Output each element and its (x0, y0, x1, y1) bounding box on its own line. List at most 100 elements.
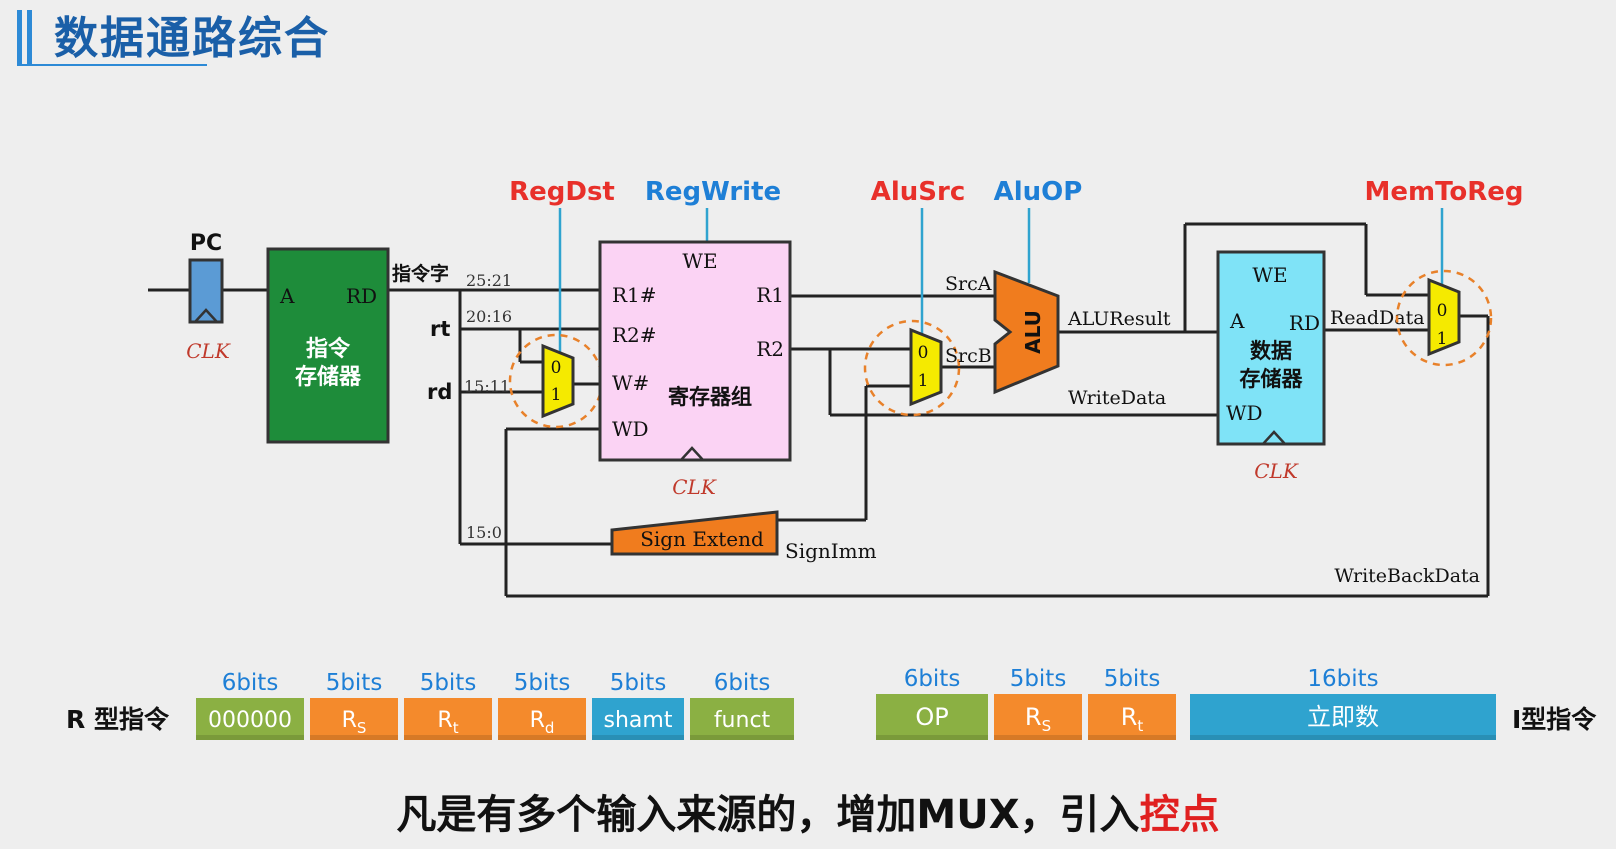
dmem-name-line2: 存储器 (1240, 367, 1304, 391)
field-bits-label: 16bits (1307, 666, 1378, 692)
format-field: 6bits funct (690, 670, 794, 740)
field-name: 000000 (208, 708, 292, 733)
field-box (690, 698, 794, 740)
field-box (1088, 694, 1176, 740)
field-name: RS (1025, 703, 1051, 735)
regfile-r1-label: R1 (756, 283, 784, 307)
alusrc-mux-1: 1 (918, 371, 929, 391)
dmem-rd-label: RD (1289, 311, 1320, 335)
field-box (994, 694, 1082, 740)
alu: ALU (993, 269, 1060, 395)
imem-a-label: A (279, 284, 295, 308)
regfile-wn-label: W# (612, 371, 649, 395)
field-box (310, 698, 398, 740)
regfile-we-label: WE (682, 249, 717, 273)
memtoreg-mux-1: 1 (1437, 329, 1448, 349)
field-box (498, 698, 586, 740)
memtoreg-mux-0: 0 (1437, 301, 1448, 321)
r-format-fields: 6bits0000005bitsRS5bitsRt5bitsRd5bitssha… (196, 670, 794, 740)
format-field: 16bits 立即数 (1190, 666, 1496, 740)
control-lines (558, 208, 1444, 358)
data-memory: WE A RD 数据 存储器 WD CLK (1216, 250, 1326, 483)
dmem-name-line1: 数据 (1250, 339, 1292, 363)
alusrc-control-label: AluSrc (871, 177, 966, 207)
field-bits-label: 6bits (222, 670, 279, 696)
regdst-control-label: RegDst (509, 177, 615, 207)
field-box (404, 698, 492, 740)
regfile-r2n-label: R2# (612, 323, 657, 347)
field-box (1190, 694, 1496, 740)
title-underline (17, 64, 207, 66)
aluop-control-label: AluOP (994, 177, 1083, 207)
alusrc-mux: 0 1 (863, 319, 961, 417)
i-format-label: I型指令 (1512, 705, 1597, 734)
dmem-clk-label: CLK (1254, 459, 1299, 483)
imem-rd-label: RD (346, 284, 377, 308)
readdata-label: ReadData (1330, 307, 1425, 329)
field-name: OP (915, 703, 948, 731)
instruction-word-label: 指令字 (392, 262, 449, 285)
regfile-r1n-label: R1# (612, 283, 657, 307)
field-name: funct (714, 708, 771, 733)
regfile-r2-label: R2 (756, 337, 784, 361)
rd-label: rd (427, 380, 452, 404)
memtoreg-mux: 0 1 (1395, 269, 1493, 367)
bottom-note-text: 凡是有多个输入来源的，增加MUX，引入 (396, 792, 1140, 838)
regwrite-control-label: RegWrite (645, 177, 781, 207)
field-name: Rt (437, 708, 458, 737)
format-field: 6bits 000000 (196, 670, 304, 740)
regdst-mux: 0 1 (508, 333, 604, 429)
format-field: 5bits shamt (592, 670, 684, 740)
field-box (876, 694, 988, 740)
srcb-label: SrcB (945, 345, 992, 367)
regfile-name: 寄存器组 (668, 385, 752, 409)
bits-25-21-label: 25:21 (466, 271, 512, 290)
field-bits-label: 5bits (1104, 666, 1161, 692)
field-box (196, 698, 304, 740)
field-bits-label: 5bits (326, 670, 383, 696)
alusrc-highlight-circle (863, 319, 961, 417)
sign-extend-label: Sign Extend (640, 527, 764, 551)
dmem-wd-label: WD (1226, 401, 1263, 425)
r-format-label: R 型指令 (66, 705, 170, 734)
register-file: WE R1# R2# W# WD R1 R2 寄存器组 CLK (598, 240, 792, 499)
dmem-a-label: A (1229, 309, 1245, 333)
sign-extend: Sign Extend SignImm (610, 510, 877, 563)
field-bits-label: 5bits (610, 670, 667, 696)
alu-label: ALU (1021, 310, 1045, 354)
aluresult-label: ALUResult (1067, 308, 1171, 330)
field-name: 立即数 (1307, 703, 1379, 731)
title-accent-bar (27, 10, 32, 66)
field-name: Rt (1121, 703, 1144, 735)
bits-20-16-label: 20:16 (466, 307, 512, 326)
field-bits-label: 5bits (420, 670, 477, 696)
regdst-mux-1: 1 (551, 385, 562, 405)
imem-name-line2: 存储器 (295, 364, 362, 390)
writedata-label: WriteData (1068, 387, 1166, 409)
alusrc-mux-0: 0 (918, 343, 929, 363)
title-accent-bar (17, 10, 22, 66)
pc-register: PC CLK (186, 231, 231, 363)
dmem-we-label: WE (1252, 263, 1287, 287)
control-labels: RegDst RegWrite AluSrc AluOP MemToReg (509, 177, 1523, 207)
field-bits-label: 6bits (904, 666, 961, 692)
bottom-note: 凡是有多个输入来源的，增加MUX，引入控点 (0, 782, 1616, 840)
regfile-clk-label: CLK (672, 475, 717, 499)
field-box (592, 698, 684, 740)
pc-label: PC (190, 231, 222, 256)
field-bits-label: 6bits (714, 670, 771, 696)
regfile-wd-label: WD (612, 417, 649, 441)
pc-clk-label: CLK (186, 339, 231, 363)
field-bits-label: 5bits (514, 670, 571, 696)
regdst-mux-0: 0 (551, 358, 562, 378)
field-name: shamt (604, 708, 673, 733)
field-bits-label: 5bits (1010, 666, 1067, 692)
